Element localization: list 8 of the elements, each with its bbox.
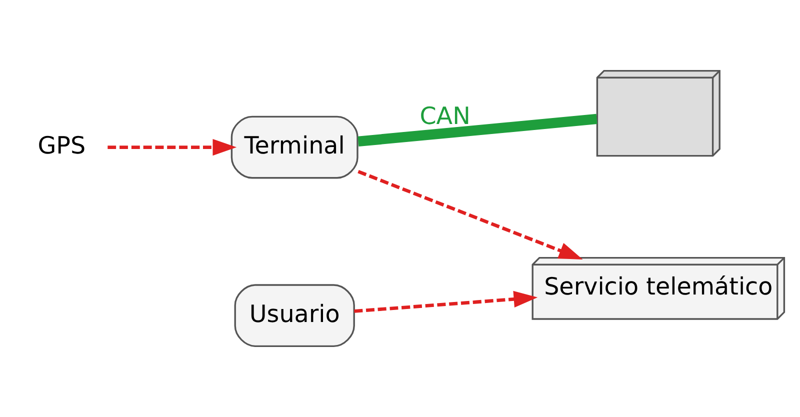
connector bbox=[358, 114, 598, 147]
edge-label: CAN bbox=[420, 102, 470, 130]
arrow bbox=[358, 170, 583, 260]
arrow bbox=[354, 290, 538, 313]
node-text: GPS bbox=[38, 132, 86, 160]
node-box: Usuario bbox=[234, 284, 355, 348]
arrow bbox=[108, 138, 237, 156]
node-box: Terminal bbox=[230, 116, 358, 179]
